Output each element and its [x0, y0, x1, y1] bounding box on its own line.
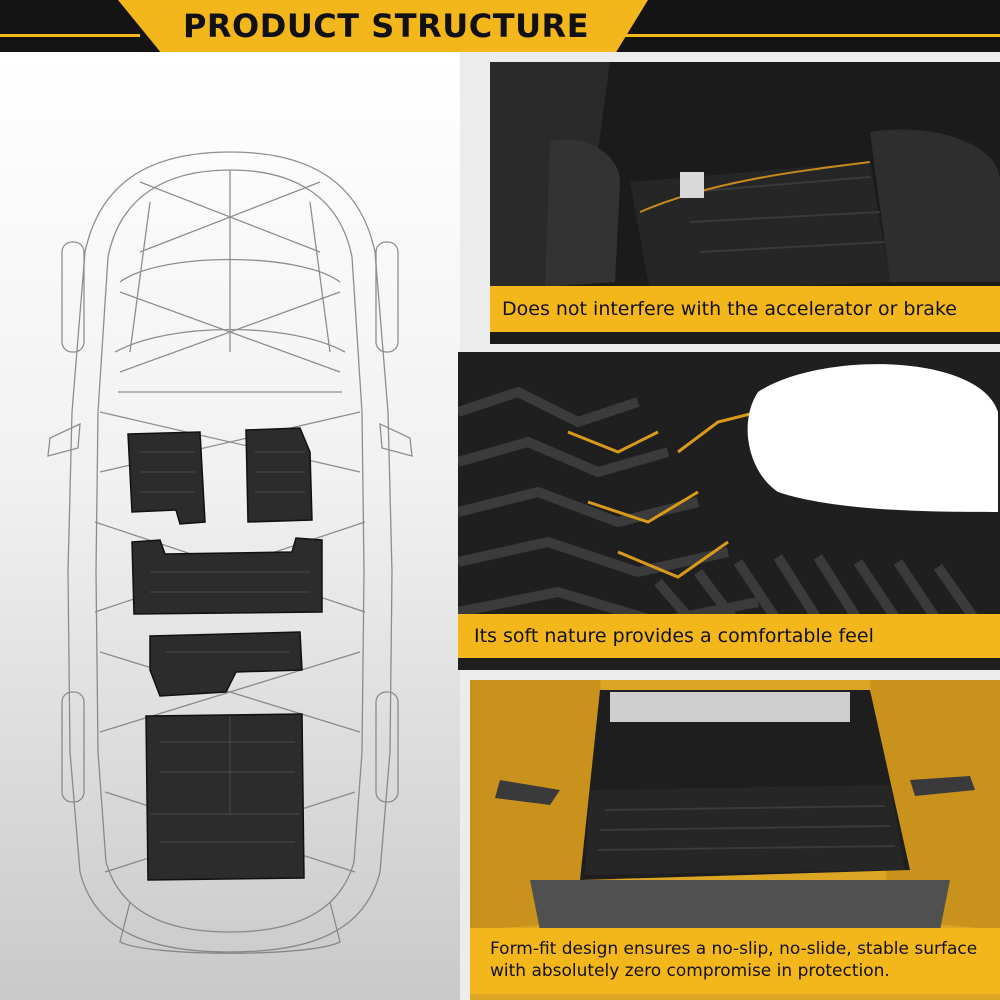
- panel-cargo-area: Form-fit design ensures a no-slip, no-sl…: [470, 680, 1000, 1000]
- caption-comfort-text: Its soft nature provides a comfortable f…: [474, 625, 874, 647]
- header-right-stripe: [600, 34, 1000, 37]
- car-wireframe-illustration: [47, 151, 413, 954]
- header-left-stripe: [0, 34, 140, 37]
- second-row-mat: [131, 537, 323, 615]
- front-left-mat: [127, 431, 206, 525]
- caption-pedal-text: Does not interfere with the accelerator …: [502, 298, 957, 320]
- caption-form-fit-line-1: Form-fit design ensures a no-slip, no-sl…: [490, 939, 978, 959]
- panel-pedal-area: Does not interfere with the accelerator …: [490, 62, 1000, 344]
- header-bar: PRODUCT STRUCTURE: [0, 0, 1000, 52]
- front-right-mat: [245, 427, 313, 523]
- caption-form-fit: Form-fit design ensures a no-slip, no-sl…: [470, 928, 1000, 994]
- third-row-mat: [149, 631, 303, 697]
- caption-form-fit-line-2: with absolutely zero compromise in prote…: [490, 961, 890, 981]
- caption-comfort: Its soft nature provides a comfortable f…: [458, 614, 1000, 658]
- cargo-mat: [145, 713, 305, 881]
- caption-pedal: Does not interfere with the accelerator …: [490, 286, 1000, 332]
- title-banner: [118, 0, 648, 52]
- page-title: PRODUCT STRUCTURE: [182, 7, 590, 45]
- panel-mat-texture: Its soft nature provides a comfortable f…: [458, 352, 1000, 670]
